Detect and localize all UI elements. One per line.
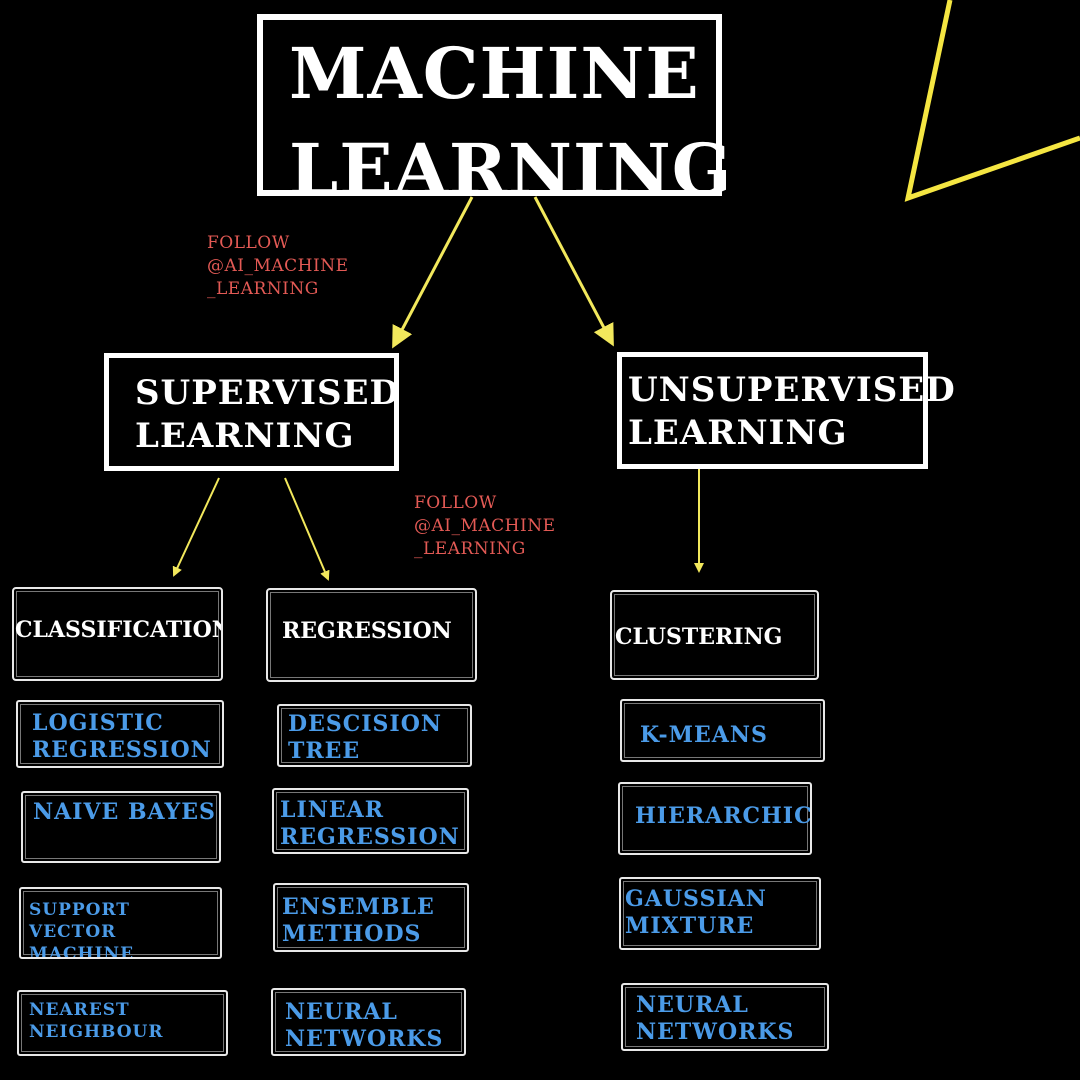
arrow-to-unsupervised [533, 196, 614, 347]
follow-watermark: FOLLOW @AI_MACHINE _LEARNING [414, 493, 556, 559]
title-box: MACHINE LEARNING [257, 14, 732, 211]
algorithm-box-decision-tree: DESCISION TREE [277, 704, 472, 767]
algorithm-box-support-vector-machine: SUPPORT VECTOR MACHINE [19, 887, 222, 959]
algorithm-box-clustering-neural-networks: NEURAL NETWORKS [621, 983, 829, 1051]
algorithm-box-hierarchical: HIERARCHICAL [618, 782, 812, 855]
supervised-learning-box: SUPERVISED LEARNING [104, 353, 399, 471]
algorithm-box-ensemble-methods: ENSEMBLE METHODS [273, 883, 469, 952]
algorithm-box-nearest-neighbour: NEAREST NEIGHBOUR [17, 990, 228, 1056]
arrow-to-regression [284, 477, 330, 581]
unsupervised-learning-box: UNSUPERVISED LEARNING [617, 352, 955, 469]
algorithm-box-gaussian-mixture: GAUSSIAN MIXTURE [619, 877, 821, 950]
algorithm-box-naive-bayes: NAIVE BAYES [21, 791, 221, 863]
follow-watermark: FOLLOW @AI_MACHINE _LEARNING [207, 233, 349, 299]
regression-box: REGRESSION [266, 588, 477, 682]
classification-box: CLASSIFICATION [12, 587, 223, 681]
algorithm-box-logistic-regression: LOGISTIC REGRESSION [16, 700, 224, 768]
algorithm-box-k-means: K-MEANS [620, 699, 825, 762]
arrow-to-classification [172, 477, 220, 577]
clustering-box: CLUSTERING [610, 590, 819, 680]
algorithm-box-linear-regression: LINEAR REGRESSION [272, 788, 469, 854]
algorithm-box-neural-networks: NEURAL NETWORKS [271, 988, 466, 1056]
arrow-to-supervised [392, 196, 474, 349]
corner-triangle-decoration [904, 0, 1080, 202]
